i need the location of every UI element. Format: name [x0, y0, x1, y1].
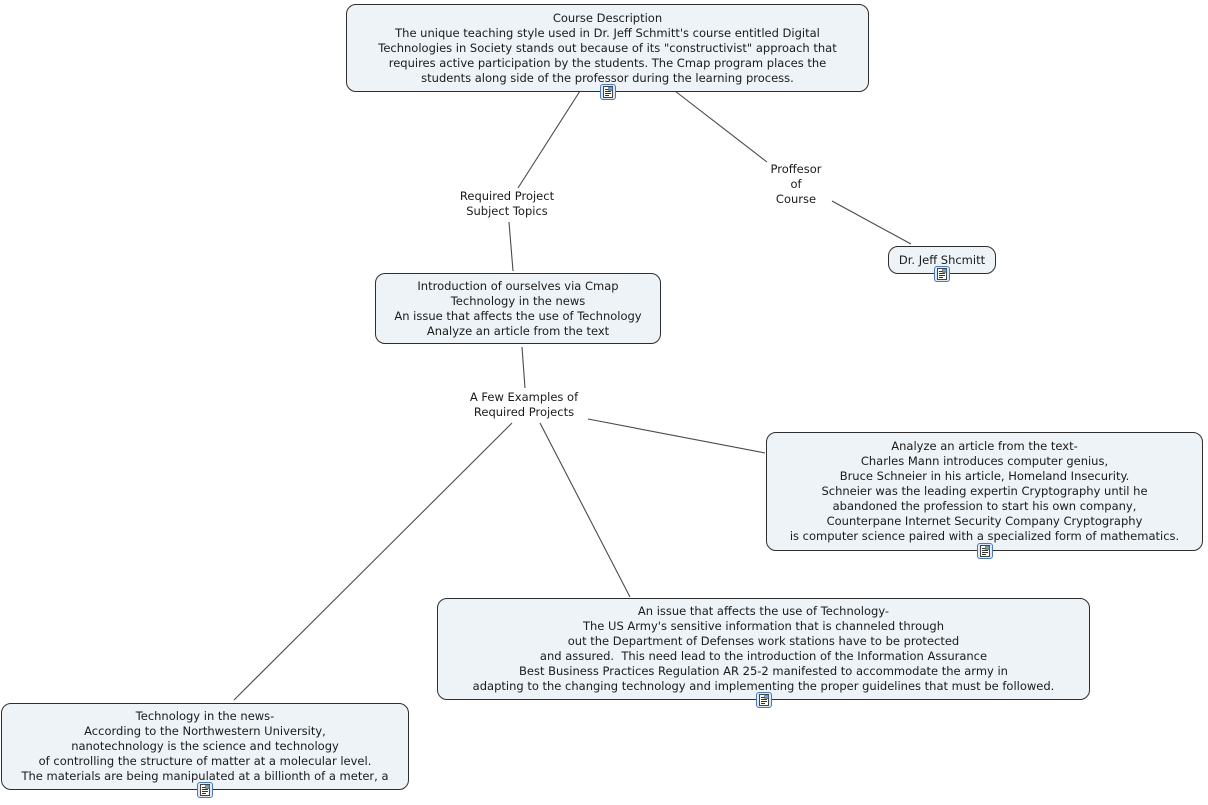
technology-news-text: Technology in the news- According to the…	[21, 709, 389, 783]
document-resource-icon[interactable]	[197, 782, 213, 798]
linking-phrase-few-examples[interactable]: A Few Examples of Required Projects	[469, 390, 579, 419]
linking-phrase-required-project-topics[interactable]: Required Project Subject Topics	[459, 189, 555, 218]
concept-node-technology-news[interactable]: Technology in the news- According to the…	[1, 703, 409, 798]
issue-technology-text: An issue that affects the use of Technol…	[472, 604, 1055, 693]
edge-course-to-professor	[674, 90, 768, 163]
document-resource-icon[interactable]	[599, 84, 616, 100]
document-resource-icon[interactable]	[976, 543, 993, 559]
concept-node-introduction[interactable]: Introduction of ourselves via Cmap Techn…	[375, 273, 661, 344]
document-resource-icon[interactable]	[934, 266, 950, 282]
introduction-text: Introduction of ourselves via Cmap Techn…	[394, 278, 642, 338]
concept-node-course-description[interactable]: Course Description The unique teaching s…	[346, 4, 869, 100]
concept-node-issue-technology[interactable]: An issue that affects the use of Technol…	[437, 598, 1090, 708]
course-description-text: Course Description The unique teaching s…	[378, 10, 837, 85]
concept-node-analyze-article[interactable]: Analyze an article from the text- Charle…	[766, 432, 1203, 559]
linking-phrase-professor-of-course[interactable]: Proffesor of Course	[770, 162, 822, 206]
edge-introduction-to-examples	[521, 346, 526, 389]
edge-required-topics-to-introduction	[508, 221, 514, 272]
edge-examples-to-analyze	[587, 418, 766, 454]
edge-course-to-required-topics	[517, 90, 581, 189]
document-resource-icon[interactable]	[755, 692, 772, 708]
concept-node-dr-jeff[interactable]: Dr. Jeff Shcmitt	[888, 246, 996, 282]
edge-professor-to-dr-jeff	[831, 200, 912, 245]
dr-jeff-text: Dr. Jeff Shcmitt	[898, 252, 986, 267]
analyze-article-text: Analyze an article from the text- Charle…	[789, 439, 1180, 543]
edge-examples-to-issue	[539, 422, 631, 598]
